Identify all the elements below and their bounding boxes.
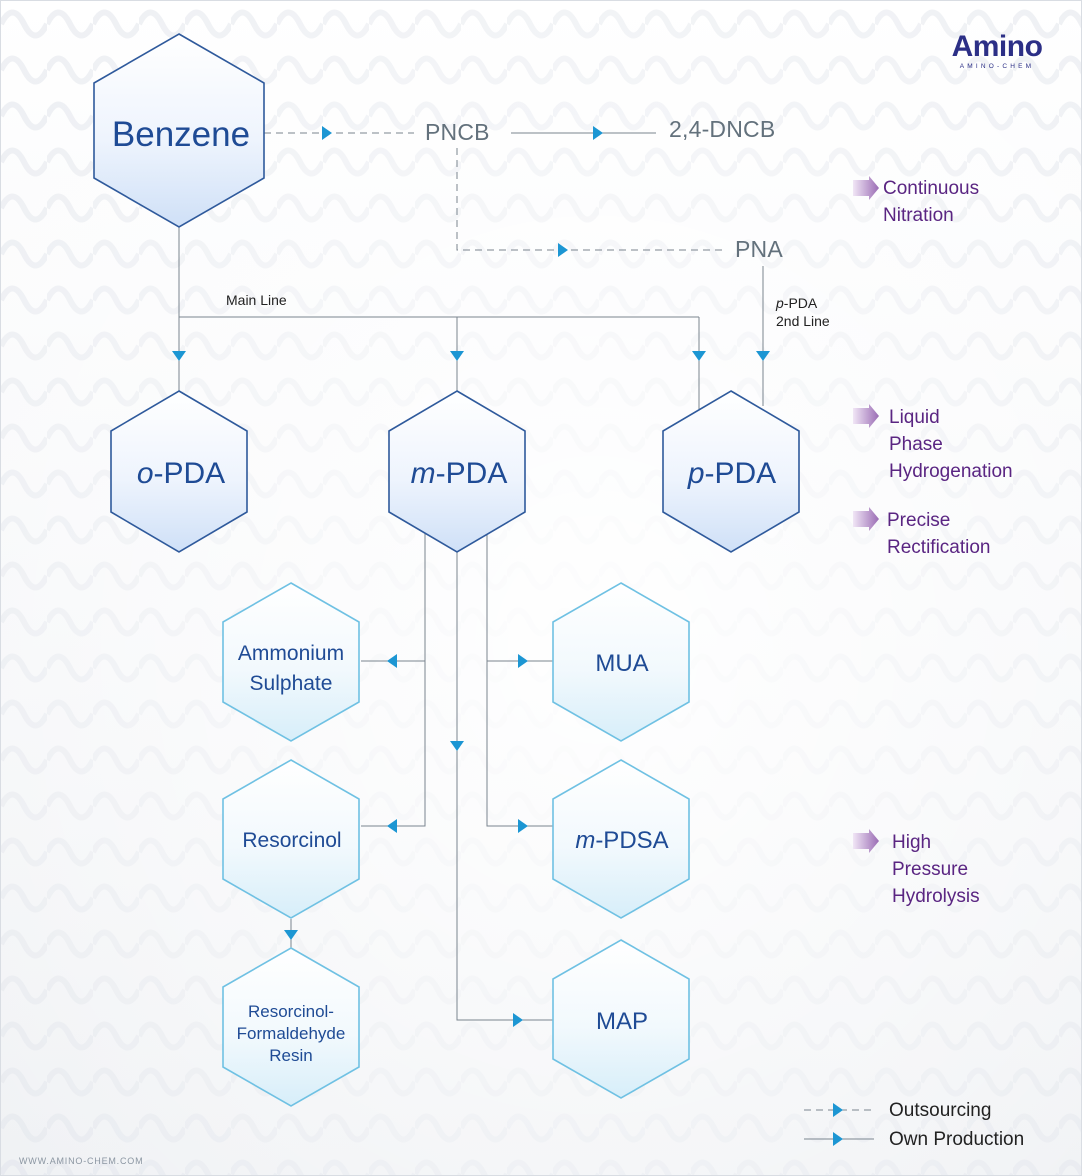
connector-mpda-right-branch xyxy=(486,532,554,827)
feature-arrow-icon xyxy=(853,176,879,200)
arrow-right xyxy=(593,126,603,140)
arrow-left xyxy=(387,654,397,668)
node-m-pdsa-label: m-PDSA xyxy=(575,827,668,854)
hexagon-resorcinol xyxy=(222,759,360,919)
hexagon-ammonium-sulphate xyxy=(222,582,360,742)
logo-brand: Amino xyxy=(951,30,1043,63)
label-pncb: PNCB xyxy=(425,119,490,145)
feature-arrow-icon xyxy=(853,404,879,428)
arrow-down xyxy=(172,351,186,361)
node-map-label: MAP xyxy=(596,1008,648,1035)
dashed-connector-pncb-pna xyxy=(456,148,726,251)
arrow-down xyxy=(692,351,706,361)
legend-outsourcing-label: Outsourcing xyxy=(889,1100,992,1121)
arrow-right xyxy=(513,1013,523,1027)
node-p-pda-label: p-PDA xyxy=(687,457,776,490)
arrow-down xyxy=(284,930,298,940)
amino-logo: Amino AMINO-CHEM xyxy=(944,30,1050,71)
hexagon-p-pda xyxy=(662,390,800,553)
feature-liquid-phase-hydrogenation: Liquid Phase Hydrogenation xyxy=(889,407,1013,482)
hexagon-m-pdsa xyxy=(552,759,690,919)
hexagon-benzene xyxy=(93,33,265,228)
hexagon-m-pda xyxy=(388,390,526,553)
arrow-right xyxy=(518,819,528,833)
connector-mpda-left-branch xyxy=(361,532,426,827)
hexagon-o-pda xyxy=(110,390,248,553)
arrow-down xyxy=(450,741,464,751)
legend-outsourcing-symbol xyxy=(804,1103,874,1117)
node-resorcinol-label: Resorcinol xyxy=(242,829,341,852)
label-pna: PNA xyxy=(735,236,783,262)
legend-own-production-label: Own Production xyxy=(889,1129,1025,1150)
hexagon-mua xyxy=(552,582,690,742)
arrow-right xyxy=(322,126,332,140)
feature-precise-rectification: Precise Rectification xyxy=(887,510,991,558)
arrow-down xyxy=(756,351,770,361)
node-o-pda-label: o-PDA xyxy=(137,457,225,490)
hexagon-map xyxy=(552,939,690,1099)
arrow-right xyxy=(518,654,528,668)
legend-own-production-symbol xyxy=(804,1132,874,1146)
node-mua-label: MUA xyxy=(595,650,648,677)
node-m-pda-label: m-PDA xyxy=(411,457,508,490)
logo-tagline: AMINO-CHEM xyxy=(959,63,1035,70)
connector-mpda-map xyxy=(456,552,554,1021)
label-ppda-2nd-line: p-PDA 2nd Line xyxy=(776,295,830,329)
node-benzene-label: Benzene xyxy=(112,115,250,154)
arrow-right xyxy=(558,243,568,257)
arrow-down xyxy=(450,351,464,361)
feature-arrow-icon xyxy=(853,829,879,853)
label-2-4-dncb: 2,4-DNCB xyxy=(669,116,776,142)
feature-arrow-icon xyxy=(853,507,879,531)
label-main-line: Main Line xyxy=(226,292,287,308)
feature-high-pressure-hydrolysis: High Pressure Hydrolysis xyxy=(892,832,980,907)
feature-continuous-nitration: Continuous Nitration xyxy=(883,178,980,226)
hexagon-rf-resin xyxy=(222,947,360,1107)
website-url: WWW.AMINO-CHEM.COM xyxy=(19,1156,144,1166)
arrow-left xyxy=(387,819,397,833)
